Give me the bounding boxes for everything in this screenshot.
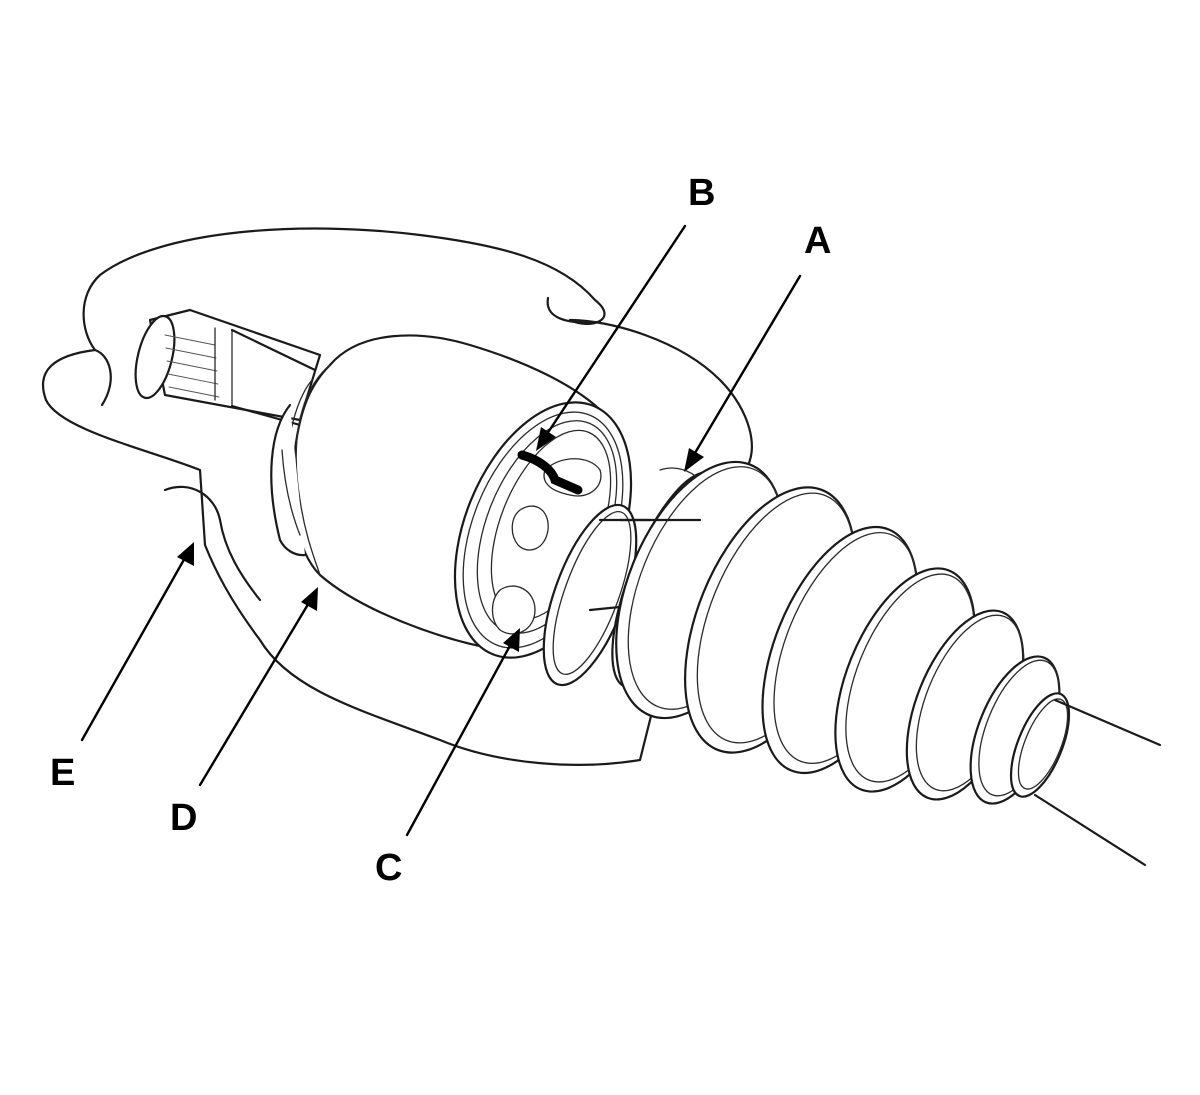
callout-c: C [375,847,402,889]
boot-bellows [615,460,1071,805]
leader-b [536,224,687,451]
axle-shaft [618,518,1162,867]
callout-d: D [170,797,197,839]
leader-e [80,542,194,742]
splined-shaft [134,308,322,427]
callout-e: E [50,752,75,794]
leader-a [684,274,802,472]
leader-d [198,587,318,787]
leader-c [405,628,520,837]
callout-b: B [688,172,715,214]
callout-a: A [804,220,831,262]
alignment-mark [517,450,583,495]
